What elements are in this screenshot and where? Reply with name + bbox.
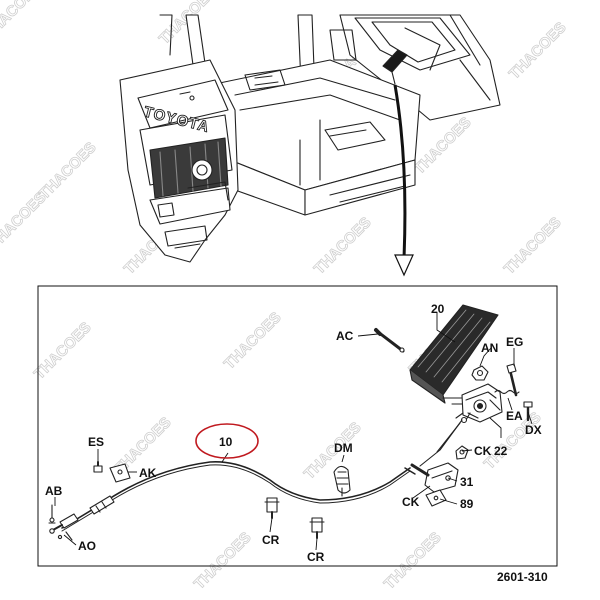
watermark: THACOES	[381, 529, 445, 593]
clip-cr-right	[311, 517, 323, 533]
callout-dm: DM	[334, 441, 353, 455]
forklift-illustration: TOYOTA	[119, 14, 501, 263]
callout-cr-right: CR	[307, 550, 325, 564]
callout-eg: EG	[506, 335, 523, 349]
pedal-pad	[409, 304, 499, 396]
watermark: THACOES	[506, 19, 570, 83]
callout-31: 31	[460, 475, 474, 489]
grommet	[333, 465, 351, 494]
watermark: THACOES	[191, 529, 255, 593]
callout-ab: AB	[45, 484, 63, 498]
callout-an: AN	[481, 341, 498, 355]
callout-es: ES	[88, 435, 104, 449]
callout-ck-upper: CK	[474, 444, 492, 458]
callout-89: 89	[460, 497, 474, 511]
watermark: THACOES	[31, 319, 95, 383]
watermark: THACOES	[36, 139, 100, 203]
cable-clip	[109, 463, 131, 483]
figure-number: 2601-310	[497, 570, 548, 584]
callout-20: 20	[431, 302, 445, 316]
clip-cr-left	[266, 497, 278, 513]
return-spring	[494, 389, 520, 395]
watermark: THACOES	[0, 0, 45, 43]
arrow-indicator	[393, 84, 414, 277]
leader-lines	[54, 312, 533, 551]
watermark: THACOES	[301, 419, 365, 483]
callout-ao: AO	[78, 539, 96, 553]
watermark: THACOES	[411, 114, 475, 178]
callout-22: 22	[494, 444, 508, 458]
bolt	[508, 368, 518, 397]
detail-frame	[37, 285, 558, 567]
watermark: THACOES	[311, 214, 375, 278]
callout-ak: AK	[139, 466, 157, 480]
callout-ac: AC	[336, 329, 354, 343]
callout-10: 10	[219, 435, 233, 449]
bracket-89	[425, 489, 447, 507]
watermark: THACOES	[501, 214, 565, 278]
pivot-pin	[376, 330, 405, 353]
callout-cr-left: CR	[262, 533, 280, 547]
nut	[471, 365, 489, 381]
callout-ea: EA	[506, 409, 523, 423]
callout-ck-lower: CK	[402, 495, 420, 509]
callout-labels: 20 AC AN EG EA DX 22 CK 31 CK 89 DM ES A…	[45, 302, 542, 564]
watermark: THACOES	[221, 309, 285, 373]
part-highlight-ellipse	[195, 423, 259, 459]
watermark: THACOES	[0, 189, 50, 253]
cable-bracket	[424, 462, 459, 493]
accelerator-assembly	[48, 304, 533, 541]
callout-dx: DX	[525, 423, 542, 437]
accelerator-cable	[61, 461, 411, 529]
